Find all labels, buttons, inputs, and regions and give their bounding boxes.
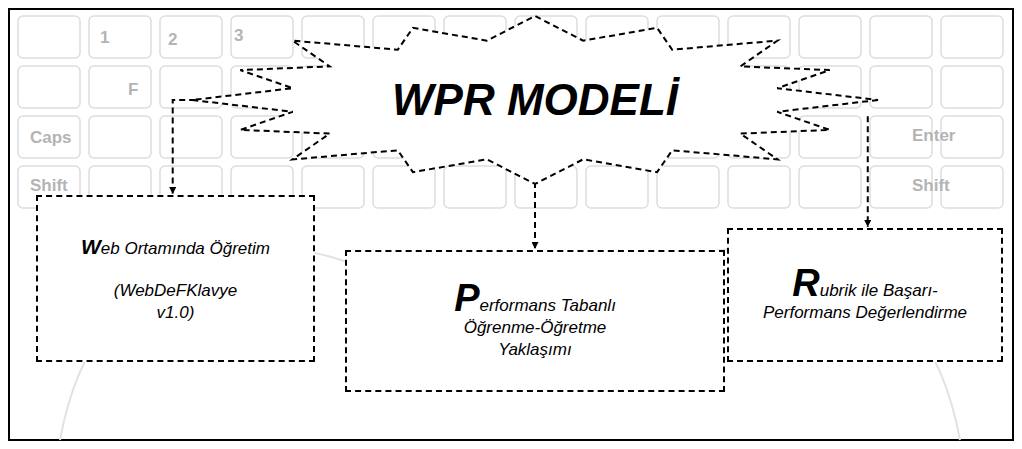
key-outline [373, 166, 435, 208]
key-outline [89, 16, 151, 58]
starburst-shape [192, 16, 878, 184]
key-outline [799, 16, 861, 58]
dashed-arrow [173, 100, 245, 194]
key-outline [18, 116, 80, 158]
key-outline [799, 166, 861, 208]
process-box: Web Ortamında Öğretim (WebDeFKlavye v1.0) [36, 195, 315, 362]
node-title: Rubrik ile Başarı-Performans Değerlendir… [758, 266, 973, 324]
key-outline [89, 116, 151, 158]
key-label: 3 [234, 26, 243, 46]
key-outline [586, 166, 648, 208]
node-title: Performans Tabanlı Öğrenme-Öğretme Yakla… [428, 281, 643, 361]
node-title: WPR MODELİ [392, 75, 678, 125]
key-outline [160, 16, 222, 58]
starburst-title: WPR MODELİ [190, 14, 880, 186]
key-outline [941, 66, 1003, 108]
node-subtitle: (WebDeFKlavye v1.0) [96, 280, 256, 323]
keyboard-keys [18, 16, 1003, 208]
key-outline [870, 16, 932, 58]
key-outline [941, 166, 1003, 208]
key-outline [160, 116, 222, 158]
key-label: Shift [912, 176, 950, 196]
key-outline [444, 166, 506, 208]
node-title: Web Ortamında Öğretim [81, 234, 270, 260]
process-box: Performans Tabanlı Öğrenme-Öğretme Yakla… [345, 250, 725, 392]
key-label: 1 [100, 28, 109, 48]
key-outline [870, 66, 932, 108]
key-outline [18, 16, 80, 58]
key-label: Enter [912, 126, 955, 146]
key-outline [231, 16, 293, 58]
key-outline [89, 66, 151, 108]
key-outline [657, 166, 719, 208]
key-label: Shift [30, 176, 68, 196]
dashed-arrow [867, 116, 869, 227]
outer-frame [9, 9, 1013, 440]
key-label: F [128, 80, 138, 100]
key-outline [18, 66, 80, 108]
process-box: Rubrik ile Başarı-Performans Değerlendir… [727, 228, 1003, 362]
key-outline [941, 16, 1003, 58]
key-label: Caps [30, 128, 72, 148]
key-outline [728, 166, 790, 208]
key-label: 2 [168, 30, 177, 50]
